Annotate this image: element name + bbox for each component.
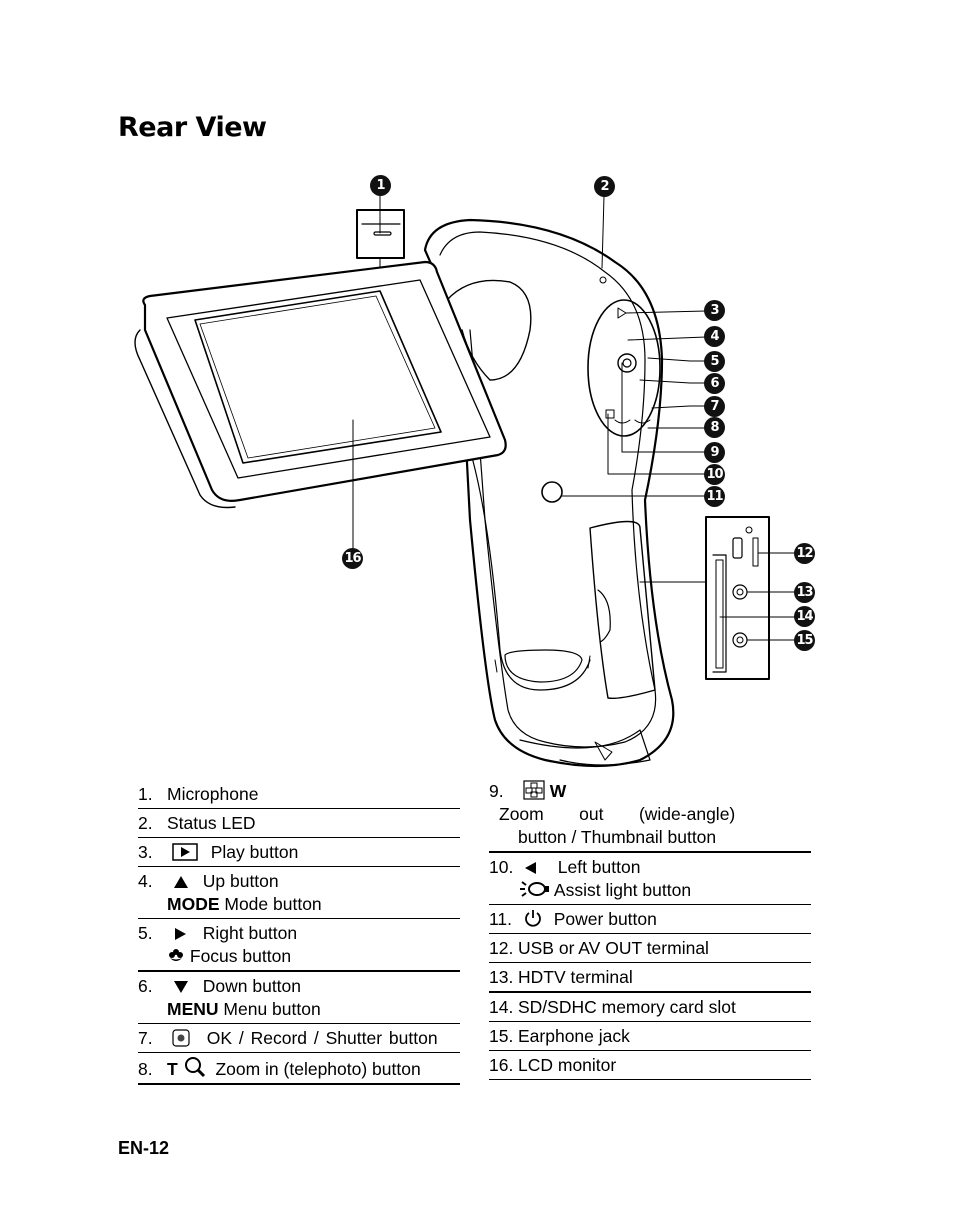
callout-9: 9 xyxy=(704,442,725,463)
list-item: 1.Microphone xyxy=(138,780,460,809)
triangle-down-icon xyxy=(173,981,188,993)
callout-12: 12 xyxy=(794,543,815,564)
assist-light-icon xyxy=(520,881,549,897)
callout-6: 6 xyxy=(704,373,725,394)
list-item: 9. W Zoom out (wide-angle) button / Thum… xyxy=(489,777,811,853)
callout-3: 3 xyxy=(704,300,725,321)
list-item: 15.Earphone jack xyxy=(489,1022,811,1051)
list-item: 2.Status LED xyxy=(138,809,460,838)
macro-flower-icon xyxy=(169,949,183,961)
play-icon xyxy=(172,843,198,861)
triangle-left-icon xyxy=(524,862,536,874)
list-item: 3. Play button xyxy=(138,838,460,867)
list-item: 16.LCD monitor xyxy=(489,1051,811,1080)
callout-4: 4 xyxy=(704,326,725,347)
callout-13: 13 xyxy=(794,582,815,603)
list-item: 8.T Zoom in (telephoto) button xyxy=(138,1053,460,1085)
list-item: 10. Left button Assist light button xyxy=(489,853,811,905)
list-item: 5. Right button Focus button xyxy=(138,919,460,972)
list-item: 13.HDTV terminal xyxy=(489,963,811,993)
callout-8: 8 xyxy=(704,417,725,438)
list-item: 7. OK / Record / Shutter button xyxy=(138,1024,460,1053)
list-item: 6. Down button MENU Menu button xyxy=(138,972,460,1024)
parts-list-right: 9. W Zoom out (wide-angle) button / Thum… xyxy=(489,777,811,1080)
callout-5: 5 xyxy=(704,351,725,372)
power-icon xyxy=(524,910,541,927)
callout-1: 1 xyxy=(370,175,391,196)
list-item: 14.SD/SDHC memory card slot xyxy=(489,993,811,1022)
ok-dot-icon xyxy=(172,1029,190,1047)
callout-11: 11 xyxy=(704,486,725,507)
callout-7: 7 xyxy=(704,396,725,417)
list-item: 4. Up button MODE Mode button xyxy=(138,867,460,919)
thumbnail-grid-icon xyxy=(523,780,545,800)
callout-16: 16 xyxy=(342,548,363,569)
callout-14: 14 xyxy=(794,606,815,627)
triangle-up-icon xyxy=(173,876,188,888)
list-item: 12.USB or AV OUT terminal xyxy=(489,934,811,963)
parts-list-left: 1.Microphone 2.Status LED 3. Play button… xyxy=(138,780,460,1085)
callout-10: 10 xyxy=(704,464,725,485)
page-title: Rear View xyxy=(118,112,267,143)
triangle-right-icon xyxy=(174,928,186,940)
callout-15: 15 xyxy=(794,630,815,651)
page-number: EN-12 xyxy=(118,1138,170,1158)
camcorder-rear-illustration xyxy=(134,195,797,768)
list-item: 11. Power button xyxy=(489,905,811,934)
callout-2: 2 xyxy=(594,176,615,197)
magnifier-icon xyxy=(184,1057,205,1078)
